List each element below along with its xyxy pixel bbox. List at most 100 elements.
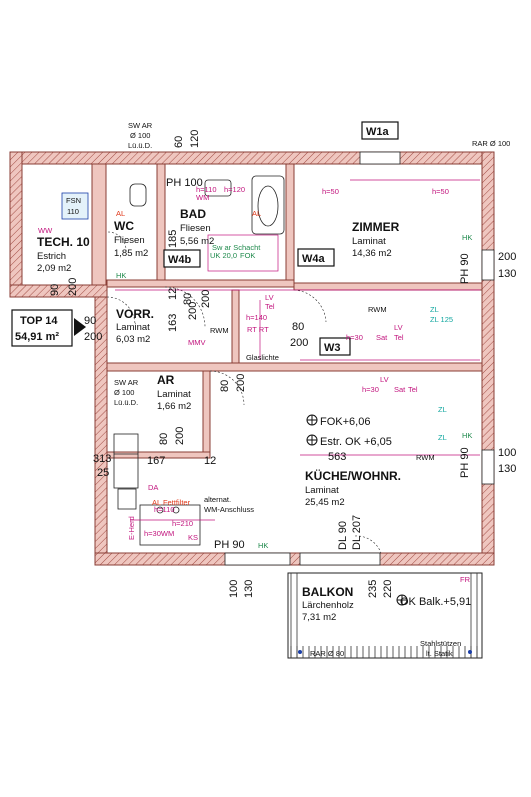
note-sw-mid-1: SW AR bbox=[114, 378, 139, 387]
window-tag-w4a: W4a bbox=[302, 253, 326, 265]
note-sw-top-2: Ø 100 bbox=[130, 131, 150, 140]
note-lv-vorr: LV bbox=[265, 293, 274, 302]
room-name-bad: BAD bbox=[180, 207, 206, 221]
note-hk-bottom: HK bbox=[258, 541, 268, 550]
note-rwm-kueche: RWM bbox=[416, 453, 435, 462]
dim-top-60: 60 bbox=[173, 136, 185, 148]
dim-entry-200: 200 bbox=[84, 331, 102, 343]
dim-ar-80: 80 bbox=[158, 433, 170, 445]
note-fr: FR bbox=[460, 575, 471, 584]
note-ks: KS bbox=[188, 533, 198, 542]
note-sw-mid-3: Lü.ü.D. bbox=[114, 398, 138, 407]
room-floor-tech: Estrich bbox=[37, 251, 66, 262]
dim-vorr-200: 200 bbox=[200, 290, 212, 308]
dim-right-130: 130 bbox=[498, 268, 516, 280]
note-h140: h=140 bbox=[246, 313, 267, 322]
dim-dl-90: DL 90 bbox=[337, 521, 349, 550]
dim-inner-12: 12 bbox=[204, 455, 216, 467]
dim-tech-200: 200 bbox=[67, 278, 79, 296]
note-h30-kueche: h=30 bbox=[362, 385, 379, 394]
room-labels: TECH. 10 Estrich 2,09 m2 WC Fliesen 1,85… bbox=[37, 207, 401, 623]
dim-ph90-bottom: PH 90 bbox=[214, 539, 245, 551]
window-tag-w3: W3 bbox=[324, 342, 341, 354]
note-sw-top-1: SW AR bbox=[128, 121, 153, 130]
dim-zimmer-200: 200 bbox=[290, 337, 308, 349]
note-rar-top: RAR Ø 100 bbox=[472, 139, 510, 148]
note-sw-schacht: Sw ar Schacht bbox=[212, 243, 261, 252]
note-stahl-1: Stahlstützen bbox=[420, 639, 461, 648]
unit-area: 54,91 m² bbox=[15, 331, 59, 343]
dim-bottom-220: 220 bbox=[382, 580, 394, 598]
note-glaslichte: Glaslichte bbox=[246, 353, 279, 362]
fixtures bbox=[113, 175, 285, 546]
room-name-ar: AR bbox=[157, 373, 175, 387]
note-da: DA bbox=[148, 483, 158, 492]
note-zl-kueche: ZL bbox=[438, 405, 447, 414]
note-sat-zimmer: Sat bbox=[376, 333, 388, 342]
note-zl-kueche-2: ZL bbox=[438, 433, 447, 442]
room-name-balkon: BALKON bbox=[302, 585, 353, 599]
dim-bottom-130: 130 bbox=[243, 580, 255, 598]
note-h110-bad: h=110 bbox=[196, 185, 217, 194]
room-name-wc: WC bbox=[114, 219, 134, 233]
note-h50-a: h=50 bbox=[322, 187, 339, 196]
note-hk-wc: HK bbox=[116, 271, 126, 280]
dim-dl-207: DL 207 bbox=[351, 515, 363, 550]
dim-glass-80: 80 bbox=[219, 380, 231, 392]
dim-ph90-kueche: PH 90 bbox=[459, 447, 471, 478]
unit-badge: TOP 14 54,91 m² bbox=[11, 309, 73, 347]
note-tel-vorr: Tel bbox=[265, 302, 275, 311]
dimensions: 60 120 PH 100 90 200 185 90 200 163 12 2… bbox=[49, 130, 516, 598]
dim-left-313: 313 bbox=[93, 453, 111, 465]
note-mmv: MMV bbox=[188, 338, 206, 347]
level-symbols bbox=[306, 414, 408, 606]
note-rwm-vorr: RWM bbox=[210, 326, 229, 335]
note-rt: RT RT bbox=[247, 325, 269, 334]
notes: SW AR Ø 100 Lü.ü.D. SW AR Ø 100 Lü.ü.D. … bbox=[38, 121, 510, 658]
note-lv-kueche: LV bbox=[380, 375, 389, 384]
note-uk: UK 20,0 bbox=[210, 251, 237, 260]
note-rwm-zimmer: RWM bbox=[368, 305, 387, 314]
entry-arrow bbox=[74, 318, 86, 336]
note-fsn-110: 110 bbox=[67, 207, 79, 216]
room-name-vorr: VORR. bbox=[116, 307, 154, 321]
dim-zimmer-80: 80 bbox=[292, 321, 304, 333]
note-al-fett: AL Fettfilter bbox=[152, 498, 191, 507]
dim-ph90-zimmer: PH 90 bbox=[459, 253, 471, 284]
room-floor-bad: Fliesen bbox=[180, 223, 211, 234]
level-estrich: Estr. OK +6,05 bbox=[320, 436, 392, 448]
note-eherd: E-Herd bbox=[127, 516, 136, 540]
note-h30wm: h=30WM bbox=[144, 529, 174, 538]
room-floor-balkon: Lärchenholz bbox=[302, 600, 354, 611]
note-tel-zimmer: Tel bbox=[394, 333, 404, 342]
note-zl125: ZL 125 bbox=[430, 315, 453, 324]
note-h120-bad: h=120 bbox=[224, 185, 245, 194]
dim-bottom-235: 235 bbox=[367, 580, 379, 598]
dim-vorr-163: 163 bbox=[167, 314, 179, 332]
door-swings bbox=[106, 231, 382, 554]
dim-right-100: 100 bbox=[498, 447, 516, 459]
level-labels: FOK+6,06 Estr. OK +6,05 OK Balk.+5,91 bbox=[320, 416, 471, 608]
dim-bad-80: 80 bbox=[182, 293, 194, 305]
level-fok: FOK+6,06 bbox=[320, 416, 370, 428]
window-tag-w4b: W4b bbox=[168, 254, 192, 266]
window-tags: W1a W4b W4a W3 bbox=[163, 121, 399, 356]
note-wm: WM bbox=[196, 193, 209, 202]
note-ww: WW bbox=[38, 226, 53, 235]
note-wm-alt-1: alternat. bbox=[204, 495, 231, 504]
note-sw-top-3: Lü.ü.D. bbox=[128, 141, 152, 150]
room-floor-vorr: Laminat bbox=[116, 322, 150, 333]
note-h50-b: h=50 bbox=[432, 187, 449, 196]
note-fsn: FSN bbox=[66, 196, 81, 205]
dim-ph100: PH 100 bbox=[166, 177, 203, 189]
note-h110-kueche: h=110 bbox=[154, 505, 175, 514]
windows bbox=[224, 151, 495, 566]
room-area-balkon: 7,31 m2 bbox=[302, 612, 336, 623]
level-balkon: OK Balk.+5,91 bbox=[400, 596, 471, 608]
dim-glass-200: 200 bbox=[235, 374, 247, 392]
room-area-ar: 1,66 m2 bbox=[157, 401, 191, 412]
room-area-bad: 5,56 m2 bbox=[180, 236, 214, 247]
room-area-zimmer: 14,36 m2 bbox=[352, 248, 392, 259]
dim-inner-563: 563 bbox=[328, 451, 346, 463]
